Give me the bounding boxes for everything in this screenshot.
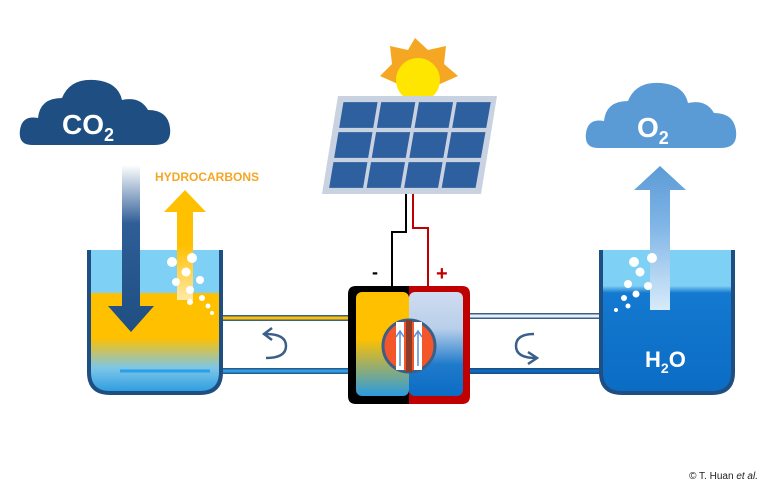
co2-label: CO (62, 109, 104, 140)
co2-input-arrow (108, 165, 154, 332)
solar-cell (446, 132, 486, 158)
o2-output-arrow (634, 166, 686, 310)
electrolysis-cell (348, 286, 470, 404)
credit-author: © T. Huan (689, 471, 737, 482)
copyright-credit: © T. Huan et al. (689, 471, 758, 482)
bubbles-left (167, 253, 214, 315)
bubbles-right (614, 253, 657, 312)
svg-text:CO2: CO2 (62, 109, 114, 145)
solar-cell (404, 162, 443, 188)
solar-cell (441, 162, 481, 188)
positive-terminal-label: + (436, 263, 448, 285)
pipes (120, 313, 608, 374)
sun-icon (380, 38, 458, 102)
anode-reservoir: H2O (599, 250, 735, 395)
negative-terminal-label: - (372, 262, 378, 282)
credit-etal: et al. (736, 471, 758, 482)
o2-cloud: O2 (585, 82, 737, 148)
circulation-arrow-right-icon (514, 332, 540, 366)
solar-cell (371, 132, 411, 158)
solar-cell (339, 102, 378, 128)
svg-text:H2O: H2O (645, 347, 686, 376)
solar-cell (366, 162, 405, 188)
negative-wire (391, 194, 407, 287)
co2-subscript: 2 (104, 125, 114, 145)
hydrocarbons-label: HYDROCARBONS (155, 170, 259, 184)
co2-cloud: CO2 (19, 79, 171, 145)
membrane-icon (381, 318, 437, 374)
h2o-h: H (645, 347, 661, 372)
solar-cell (452, 102, 491, 128)
o2-label: O (637, 112, 659, 143)
cathode-reservoir (87, 250, 223, 395)
solar-cell (376, 102, 416, 128)
solar-cell (414, 102, 454, 128)
hydrocarbon-output-arrow (164, 190, 206, 300)
circulation-arrow-left-icon (261, 327, 288, 360)
svg-text:O2: O2 (637, 112, 669, 148)
positive-wire (412, 194, 429, 287)
solar-cell (409, 132, 448, 158)
o2-subscript: 2 (659, 128, 669, 148)
h2o-subscript: 2 (661, 360, 669, 376)
solar-panel (322, 96, 497, 194)
h2o-o: O (669, 347, 686, 372)
solar-cell (334, 132, 373, 158)
solar-cell (329, 162, 368, 188)
